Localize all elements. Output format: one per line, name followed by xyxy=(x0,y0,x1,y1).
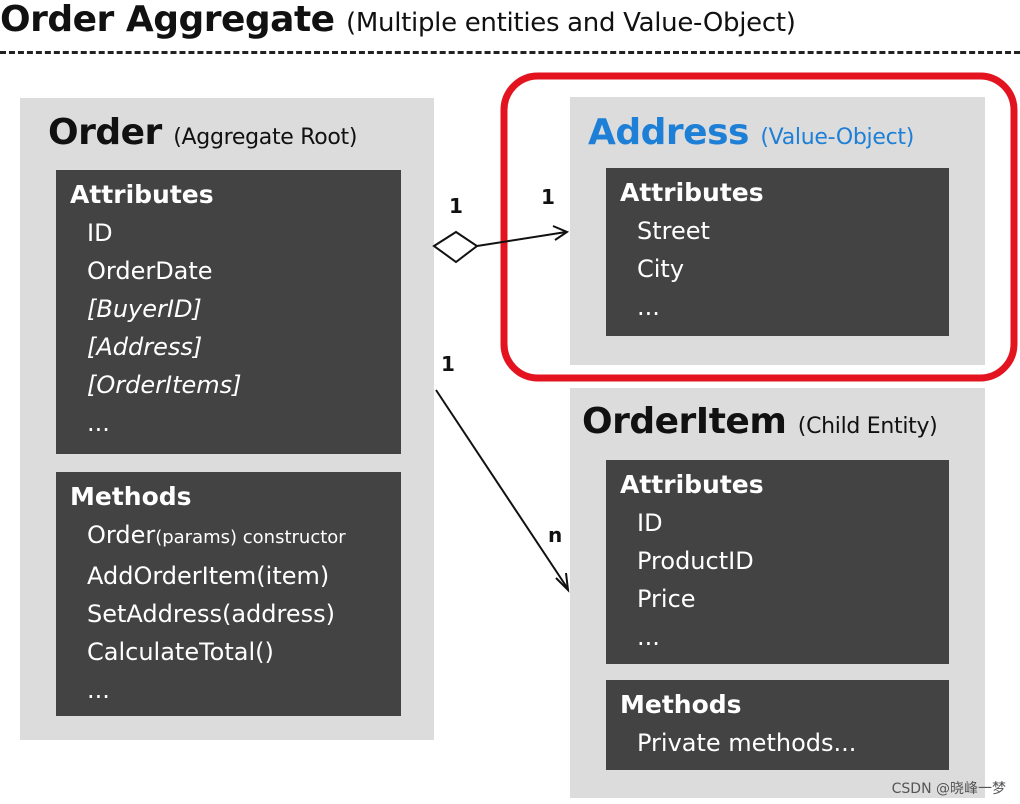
address-attribute-city: City xyxy=(637,255,685,283)
order-attributes-list: ID OrderDate [BuyerID] [Address] [OrderI… xyxy=(87,214,242,442)
order-attribute-address: [Address] xyxy=(87,333,203,361)
order-methods-heading: Methods xyxy=(70,482,192,511)
order-attribute-more: ... xyxy=(87,409,110,437)
orderitem-attribute-id: ID xyxy=(637,509,663,537)
order-kind: (Aggregate Root) xyxy=(173,125,358,150)
order-attributes-box: Attributes ID OrderDate [BuyerID] [Addre… xyxy=(56,170,401,454)
order-address-association-line xyxy=(476,231,567,247)
dashed-divider xyxy=(0,51,1020,54)
constructor-name: Order xyxy=(87,521,156,549)
address-kind: (Value-Object) xyxy=(760,125,914,150)
orderitem-attribute-price: Price xyxy=(637,585,696,613)
orderitem-methods-list: Private methods... xyxy=(637,724,856,762)
order-methods-box: Methods Order(params) constructor AddOrd… xyxy=(56,472,401,716)
constructor-params: (params) xyxy=(155,527,238,548)
aggregation-diamond xyxy=(432,230,479,264)
orderitem-method-private: Private methods... xyxy=(637,729,857,757)
order-address-arrowhead xyxy=(552,225,570,241)
address-attribute-street: Street xyxy=(637,217,710,245)
order-orderitem-association-line xyxy=(435,389,569,590)
order-orderitem-arrowhead xyxy=(555,572,570,593)
order-name: Order xyxy=(48,112,162,153)
multiplicity-order-items: 1 xyxy=(441,352,455,376)
order-attribute-orderitems: [OrderItems] xyxy=(87,371,242,399)
diagram-title: Order Aggregate (Multiple entities and V… xyxy=(0,0,796,44)
address-attributes-box: Attributes Street City ... xyxy=(606,168,949,336)
order-panel: Order (Aggregate Root) Attributes ID Ord… xyxy=(20,98,434,740)
address-attributes-list: Street City ... xyxy=(637,212,710,326)
orderitem-name: OrderItem xyxy=(582,401,787,442)
order-method-more: ... xyxy=(87,676,110,704)
multiplicity-address-side: 1 xyxy=(541,185,555,209)
orderitem-title: OrderItem (Child Entity) xyxy=(582,401,938,448)
address-panel: Address (Value-Object) Attributes Street… xyxy=(570,97,985,365)
constructor-note: constructor xyxy=(237,527,346,548)
address-title: Address (Value-Object) xyxy=(588,112,914,159)
order-methods-list: Order(params) constructor AddOrderItem(i… xyxy=(87,516,346,709)
order-method-calculatetotal: CalculateTotal() xyxy=(87,638,274,666)
order-attribute-buyerid: [BuyerID] xyxy=(87,295,202,323)
orderitem-attribute-productid: ProductID xyxy=(637,547,754,575)
address-attributes-heading: Attributes xyxy=(620,178,764,207)
title-main: Order Aggregate xyxy=(0,0,335,40)
multiplicity-items-side: n xyxy=(548,523,563,547)
address-name: Address xyxy=(588,112,749,153)
order-attributes-heading: Attributes xyxy=(70,180,214,209)
orderitem-panel: OrderItem (Child Entity) Attributes ID P… xyxy=(570,388,985,798)
order-attribute-id: ID xyxy=(87,219,113,247)
watermark: CSDN @晓峰一梦 xyxy=(891,781,1006,797)
order-method-constructor: Order(params) constructor xyxy=(87,516,346,557)
title-subtitle: (Multiple entities and Value-Object) xyxy=(346,8,796,38)
address-attribute-more: ... xyxy=(637,293,660,321)
order-attribute-orderdate: OrderDate xyxy=(87,257,213,285)
order-method-addorderitem: AddOrderItem(item) xyxy=(87,562,330,590)
order-title: Order (Aggregate Root) xyxy=(48,112,357,159)
multiplicity-order-address: 1 xyxy=(449,194,463,218)
order-method-setaddress: SetAddress(address) xyxy=(87,600,336,628)
orderitem-attribute-more: ... xyxy=(637,623,660,651)
orderitem-attributes-box: Attributes ID ProductID Price ... xyxy=(606,460,949,664)
orderitem-methods-box: Methods Private methods... xyxy=(606,680,949,770)
orderitem-methods-heading: Methods xyxy=(620,690,742,719)
address-highlight-outline xyxy=(500,72,1018,382)
orderitem-kind: (Child Entity) xyxy=(797,414,938,439)
orderitem-attributes-heading: Attributes xyxy=(620,470,764,499)
orderitem-attributes-list: ID ProductID Price ... xyxy=(637,504,754,656)
